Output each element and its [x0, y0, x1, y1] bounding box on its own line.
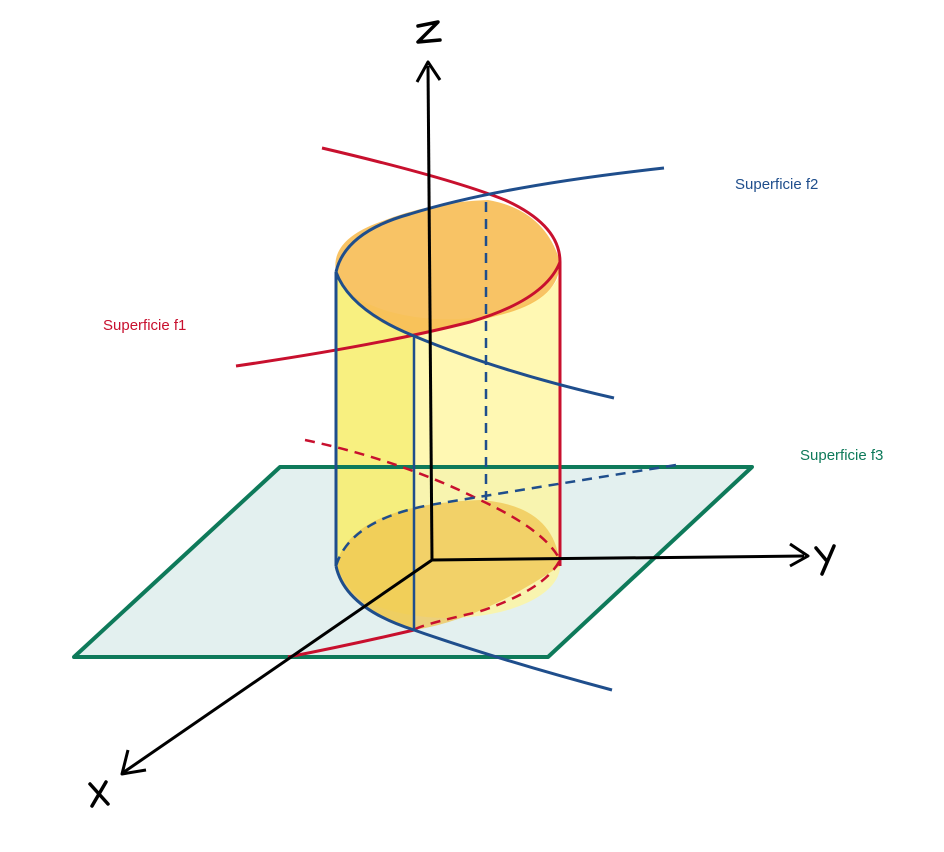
z-axis	[426, 65, 434, 561]
surface-f1-lower	[235, 261, 562, 368]
bottom-cap	[336, 500, 560, 630]
top-cap	[335, 200, 560, 336]
plane-f3-border	[72, 465, 754, 659]
x-axis-label-glyph	[88, 780, 110, 808]
z-axis-arrowhead	[415, 60, 442, 83]
surface-f1-base-solid	[287, 628, 415, 659]
y-axis-arrowhead	[789, 542, 810, 568]
y-axis	[431, 554, 805, 562]
surface-f1-base-dashed	[304, 438, 562, 632]
label-superficie-f1: Superficie f1	[103, 317, 186, 334]
z-axis-label-glyph	[416, 20, 442, 44]
label-superficie-f2: Superficie f2	[735, 176, 818, 193]
surface-f2-upper	[334, 166, 665, 273]
label-superficie-f3: Superficie f3	[800, 447, 883, 464]
surface-f1-upper	[321, 146, 562, 263]
x-axis-arrowhead	[120, 749, 147, 776]
surface-f2-base-solid	[334, 565, 613, 692]
x-axis	[123, 558, 433, 774]
surface-f2-base-dashed	[334, 463, 677, 567]
surface-f2-lower	[334, 271, 615, 400]
y-axis-label-glyph	[814, 544, 836, 576]
